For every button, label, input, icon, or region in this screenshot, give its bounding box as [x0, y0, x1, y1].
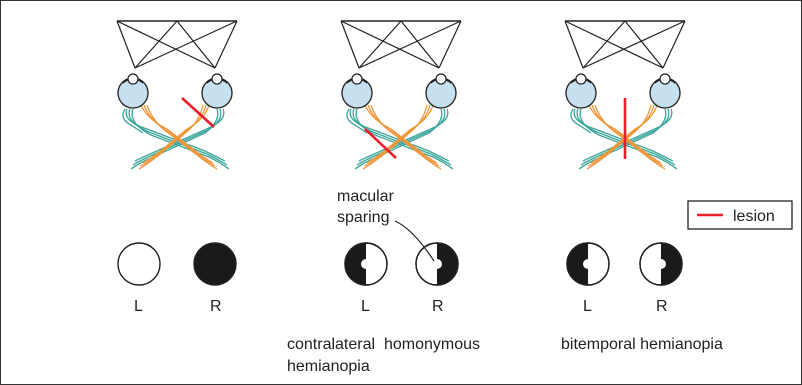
eye-label: L — [583, 298, 592, 315]
visual-field-right — [639, 242, 683, 286]
visual-field-left — [566, 242, 610, 286]
annotation-sparing: sparing — [337, 209, 389, 226]
visual-field-right — [193, 242, 237, 286]
lesion-mark — [181, 97, 215, 128]
lesion-mark — [364, 128, 397, 159]
annotation-pointer — [394, 220, 435, 262]
visual-field-right — [415, 242, 459, 286]
eye-label: R — [432, 298, 444, 315]
eye-label: L — [134, 298, 143, 315]
eye-label: R — [210, 298, 222, 315]
legend-label: lesion — [733, 208, 775, 225]
caption-panel-2-line2: hemianopia — [287, 358, 370, 375]
visual-field-left — [344, 242, 388, 286]
eye-label: L — [361, 298, 370, 315]
eye-label: R — [656, 298, 668, 315]
pathway-panel-1 — [116, 20, 238, 170]
annotation-macular: macular — [337, 188, 395, 205]
legend: lesion — [687, 200, 793, 230]
visual-field-left — [117, 242, 161, 286]
caption-panel-3: bitemporal hemianopia — [561, 336, 723, 353]
caption-panel-2-line1: contralateral homonymous — [287, 336, 480, 353]
pathway-panel-3 — [564, 20, 686, 170]
pathway-panel-2 — [340, 20, 462, 170]
